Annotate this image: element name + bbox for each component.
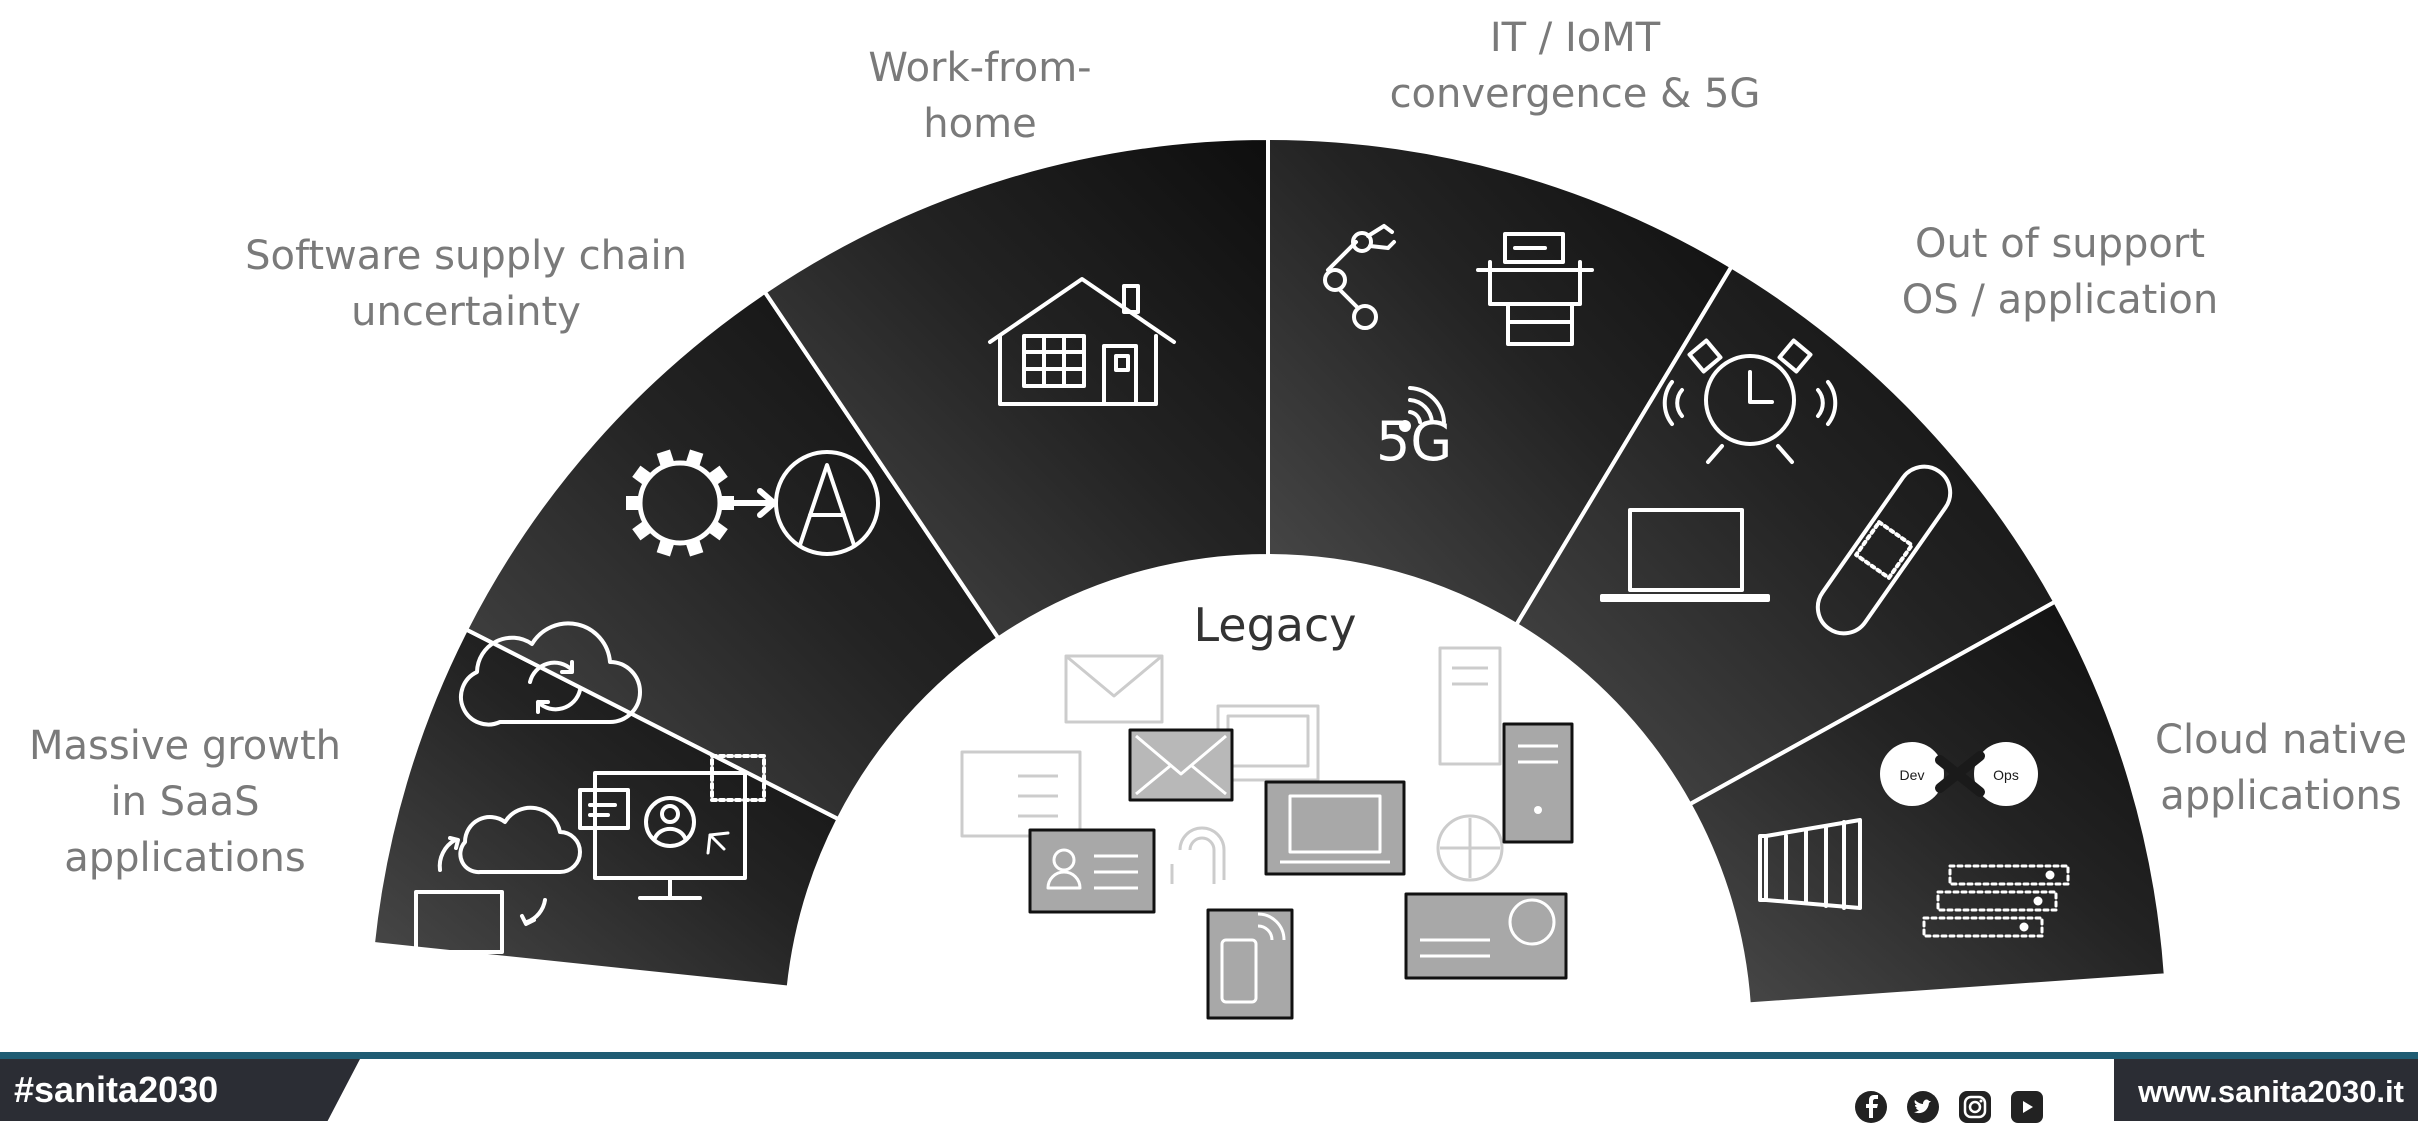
label-line: Cloud native [2155,717,2407,763]
legacy-cluster [960,646,1574,1020]
email-icon-faded [1064,654,1164,724]
server-icon-faded [1438,646,1502,766]
hashtag-label: #sanita2030 [0,1059,360,1121]
arc-segment [463,289,1002,822]
server-legacy-icon [1502,722,1574,844]
network-card-icon [1404,892,1568,980]
medical-device-icon [1476,232,1594,346]
arc-segments [370,135,2168,1007]
5g-label: 5G [1376,410,1452,473]
label-saas: Massive growth in SaaS applications [20,718,350,886]
fingerprint-icon [1170,826,1226,884]
house-icon [988,277,1176,406]
label-line: applications [64,835,306,881]
label-line: OS / application [1901,277,2219,323]
email-icon [1128,728,1234,802]
label-supply-chain: Software supply chain uncertainty [236,228,696,340]
gear-tooth [656,538,675,557]
label-line: Massive growth [29,723,341,769]
id-card-icon [1028,828,1156,914]
label-out-of-support: Out of support OS / application [1880,216,2240,328]
gear-tooth [685,538,704,557]
gear-tooth [632,520,652,541]
label-iomt: IT / IoMT convergence & 5G [1370,10,1780,122]
cloud-transfer-icon [414,805,582,974]
arc-segment [761,135,1270,642]
gear-tooth [685,449,704,468]
legacy-title: Legacy [1193,598,1357,652]
gear-tooth [632,465,652,486]
app-store-icon [774,450,880,556]
footer-bar [0,1052,2418,1059]
label-line: Out of support [1914,221,2206,267]
laptop-legacy-icon [1264,780,1406,876]
youtube-icon[interactable] [2010,1090,2044,1124]
mobile-phone-icon [1206,908,1294,1020]
label-line: convergence & 5G [1389,71,1761,117]
label-cloud-native: Cloud native applications [2150,712,2412,824]
web-app-icon [578,754,766,900]
twitter-icon[interactable] [1906,1090,1940,1124]
label-line: IT / IoMT [1489,15,1661,61]
label-line: Software supply chain [245,233,687,279]
5g-icon [1399,386,1446,432]
facebook-icon[interactable] [1854,1090,1888,1124]
server-rack-icon [1922,864,2070,938]
container-icon [1758,818,1862,910]
label-line: uncertainty [351,289,581,335]
arc-icons: Dev Ops [414,224,2070,974]
website-link[interactable]: www.sanita2030.it [2114,1059,2418,1121]
label-work-from-home: Work-from- home [830,40,1130,152]
label-line: in SaaS [110,779,260,825]
label-line: Work-from- [868,45,1092,91]
gear-tooth [708,465,728,486]
gear-tooth [708,520,728,541]
bandage-icon [1815,464,1953,636]
footer: #sanita2030 www.sanita2030.it [0,1052,2418,1121]
label-line: applications [2160,773,2402,819]
laptop-icon [1600,508,1770,602]
arc-segment [1513,263,2058,808]
devops-ops-text: Ops [1993,767,2019,783]
robot-arm-icon [1323,224,1396,330]
arc-segment [1266,135,1735,628]
cloud-sync-icon [459,621,642,727]
gear-tooth [656,449,675,468]
alarm-clock-icon [1662,338,1838,464]
label-line: home [923,101,1037,147]
profile-card-faded-icon [960,750,1082,838]
instagram-icon[interactable] [1958,1090,1992,1124]
devops-icon: Dev Ops [1880,742,2038,806]
network-globe-faded-icon [1436,814,1504,882]
devops-dev-text: Dev [1900,767,1925,783]
